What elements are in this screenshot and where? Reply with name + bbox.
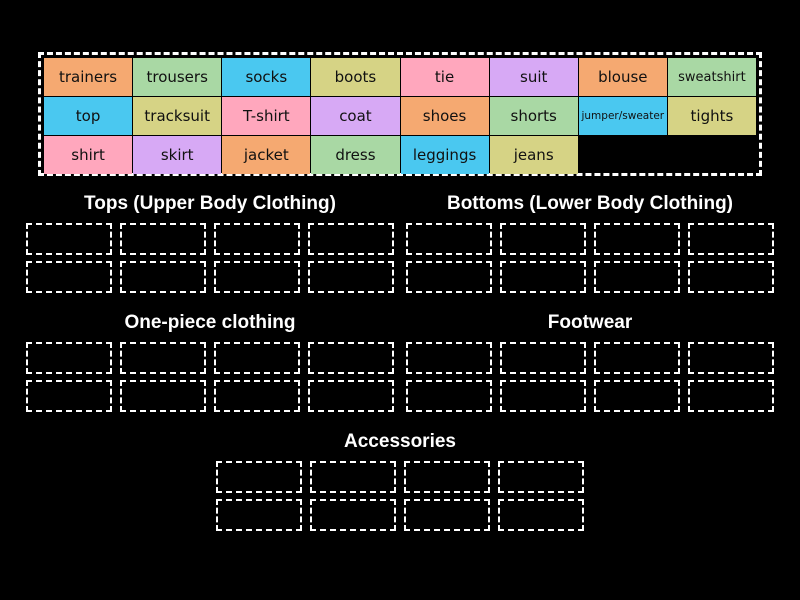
dropzone-grid-footwear [406, 341, 774, 412]
dropzone-slot[interactable] [406, 260, 492, 293]
dropzone-slot[interactable] [594, 341, 680, 374]
dropzone-slot[interactable] [404, 498, 490, 531]
word-tile[interactable]: shorts [489, 97, 578, 135]
dropzone-slot[interactable] [500, 341, 586, 374]
word-tile[interactable]: top [44, 97, 133, 135]
category-title-footwear: Footwear [547, 312, 633, 333]
word-tile[interactable]: jacket [222, 136, 311, 174]
category-title-tops: Tops (Upper Body Clothing) [84, 193, 336, 214]
dropzone-slot[interactable] [216, 460, 302, 493]
dropzone-slot[interactable] [216, 498, 302, 531]
word-tile[interactable]: blouse [578, 58, 667, 96]
dropzone-grid-one-piece-clothing [26, 341, 394, 412]
dropzone-slot[interactable] [26, 341, 112, 374]
dropzone-slot[interactable] [688, 222, 774, 255]
word-tile[interactable]: shirt [44, 136, 133, 174]
word-tile[interactable]: tracksuit [133, 97, 222, 135]
dropzone-grid-accessories [216, 460, 584, 531]
dropzone-slot[interactable] [310, 498, 396, 531]
dropzone-slot[interactable] [688, 341, 774, 374]
dropzone-slot[interactable] [308, 260, 394, 293]
word-tile[interactable]: dress [311, 136, 400, 174]
category-bottoms: Bottoms (Lower Body Clothing) [406, 193, 774, 293]
word-bank-empty-slot [668, 136, 756, 174]
word-tile[interactable]: tie [400, 58, 489, 96]
dropzone-slot[interactable] [688, 379, 774, 412]
dropzone-slot[interactable] [594, 222, 680, 255]
word-tile[interactable]: jeans [489, 136, 578, 174]
dropzone-slot[interactable] [500, 260, 586, 293]
dropzone-slot[interactable] [498, 460, 584, 493]
dropzone-slot[interactable] [406, 341, 492, 374]
dropzone-slot[interactable] [594, 260, 680, 293]
dropzone-slot[interactable] [594, 379, 680, 412]
category-title-one-piece-clothing: One-piece clothing [124, 312, 296, 333]
dropzone-slot[interactable] [26, 222, 112, 255]
category-one-piece-clothing: One-piece clothing [26, 312, 394, 412]
word-tile[interactable]: shoes [400, 97, 489, 135]
dropzone-slot[interactable] [26, 379, 112, 412]
word-tile[interactable]: skirt [133, 136, 222, 174]
dropzone-slot[interactable] [120, 222, 206, 255]
dropzone-slot[interactable] [500, 379, 586, 412]
word-tile[interactable]: trousers [133, 58, 222, 96]
word-tile[interactable]: tights [667, 97, 756, 135]
dropzone-slot[interactable] [404, 460, 490, 493]
dropzone-slot[interactable] [500, 222, 586, 255]
dropzone-slot[interactable] [498, 498, 584, 531]
dropzone-slot[interactable] [214, 260, 300, 293]
word-tile[interactable]: T-shirt [222, 97, 311, 135]
word-tile[interactable]: socks [222, 58, 311, 96]
word-tile[interactable]: jumper/sweater [578, 97, 667, 135]
category-accessories: Accessories [216, 431, 584, 531]
word-tile[interactable]: coat [311, 97, 400, 135]
dropzone-slot[interactable] [688, 260, 774, 293]
category-tops: Tops (Upper Body Clothing) [26, 193, 394, 293]
dropzone-slot[interactable] [120, 379, 206, 412]
dropzone-slot[interactable] [308, 379, 394, 412]
dropzone-grid-bottoms [406, 222, 774, 293]
dropzone-slot[interactable] [406, 222, 492, 255]
dropzone-slot[interactable] [26, 260, 112, 293]
word-tile[interactable]: trainers [44, 58, 133, 96]
word-tile[interactable]: suit [489, 58, 578, 96]
category-title-accessories: Accessories [344, 431, 456, 452]
word-tile[interactable]: boots [311, 58, 400, 96]
dropzone-grid-tops [26, 222, 394, 293]
dropzone-slot[interactable] [310, 460, 396, 493]
dropzone-slot[interactable] [214, 341, 300, 374]
category-title-bottoms: Bottoms (Lower Body Clothing) [446, 193, 734, 214]
dropzone-slot[interactable] [308, 222, 394, 255]
dropzone-slot[interactable] [120, 341, 206, 374]
word-bank-empty-slot [579, 136, 667, 174]
word-tile[interactable]: leggings [400, 136, 489, 174]
dropzone-slot[interactable] [406, 379, 492, 412]
dropzone-slot[interactable] [214, 379, 300, 412]
word-tile[interactable]: sweatshirt [667, 58, 756, 96]
dropzone-slot[interactable] [120, 260, 206, 293]
dropzone-slot[interactable] [214, 222, 300, 255]
category-footwear: Footwear [406, 312, 774, 412]
dropzone-slot[interactable] [308, 341, 394, 374]
